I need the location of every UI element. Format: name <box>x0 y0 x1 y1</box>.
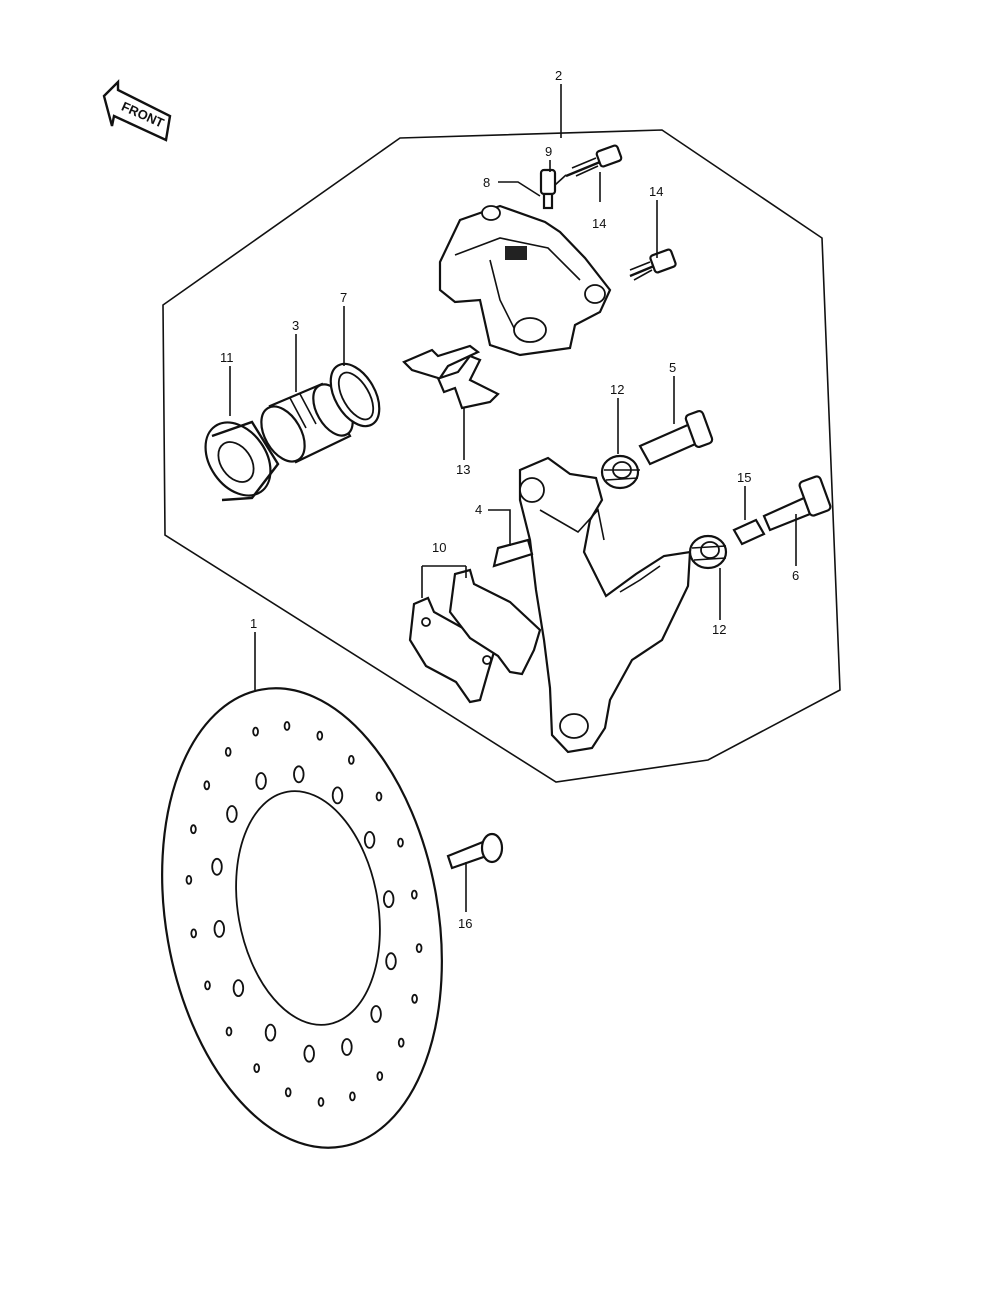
bleed-valve <box>539 168 567 210</box>
disc-hole <box>211 857 223 876</box>
disc-hole <box>226 805 238 823</box>
callout-11: 11 <box>220 350 234 365</box>
front-arrow-icon: FRONT <box>102 79 172 142</box>
callout-14-lower: 14 <box>649 184 663 199</box>
boot-upper <box>600 454 640 490</box>
callout-15: 15 <box>737 470 751 485</box>
brake-disc <box>161 687 443 1149</box>
caliper-body <box>438 204 612 357</box>
callout-4: 4 <box>475 502 482 517</box>
disc-hole <box>349 1091 356 1102</box>
callout-3: 3 <box>292 318 299 333</box>
disc-hole <box>213 920 226 938</box>
disc-hole <box>316 730 324 741</box>
caliper-bracket <box>518 456 692 754</box>
disc-hole <box>385 952 397 971</box>
disc-hole <box>255 772 267 790</box>
disc-hole <box>190 824 197 835</box>
callout-12-lower: 12 <box>712 622 726 637</box>
disc-hole <box>363 831 376 849</box>
disc-hole <box>397 837 404 848</box>
pad-spring <box>402 344 500 410</box>
disc-hole <box>383 890 395 908</box>
disc-hole <box>331 786 344 805</box>
callout-7: 7 <box>340 290 347 305</box>
callout-6: 6 <box>792 568 799 583</box>
anti-rattle-shim <box>492 538 534 568</box>
disc-hole <box>411 993 418 1004</box>
brake-pads <box>408 568 542 704</box>
callout-13: 13 <box>456 462 470 477</box>
disc-hole <box>376 1071 384 1081</box>
callout-1: 1 <box>250 616 257 631</box>
callout-12-upper: 12 <box>610 382 624 397</box>
disc-hole <box>347 755 355 765</box>
leader-lines <box>229 84 797 912</box>
callout-14-upper: 14 <box>592 216 606 231</box>
o-ring <box>329 362 381 428</box>
slide-pin-5 <box>638 409 714 466</box>
disc-hole <box>232 979 245 997</box>
disc-hole <box>264 1023 277 1042</box>
disc-hole <box>225 1026 233 1037</box>
dust-seal <box>204 420 280 502</box>
callout-5: 5 <box>669 360 676 375</box>
callout-16: 16 <box>458 916 472 931</box>
callout-2: 2 <box>555 68 562 83</box>
disc-hole <box>410 889 418 900</box>
callout-8: 8 <box>483 175 490 190</box>
disc-hole <box>253 1063 261 1073</box>
disc-bolt <box>446 832 504 870</box>
callout-10: 10 <box>432 540 446 555</box>
disc-hole <box>185 875 193 885</box>
disc-hole <box>415 943 423 953</box>
callouts: 2 9 8 14 14 7 3 11 13 12 5 15 4 10 6 12 … <box>220 68 799 931</box>
disc-hole <box>293 765 305 784</box>
disc-hole <box>397 1037 405 1048</box>
disc-hole <box>283 721 291 731</box>
disc-hole <box>341 1038 353 1056</box>
caliper-assembly-outline <box>162 129 841 783</box>
boot-lower <box>688 534 728 570</box>
callout-9: 9 <box>545 144 552 159</box>
caliper-bolt-upper <box>565 144 623 178</box>
caliper-bolt-lower <box>629 248 677 281</box>
disc-hole <box>190 928 198 939</box>
disc-hole <box>224 747 232 757</box>
disc-hole <box>203 780 211 791</box>
slide-pin-6 <box>762 475 832 532</box>
disc-hole <box>204 980 211 991</box>
disc-hole <box>375 791 383 802</box>
disc-hole <box>317 1097 325 1107</box>
disc-hole <box>370 1005 382 1023</box>
disc-hole <box>252 726 259 737</box>
disc-hole <box>303 1044 315 1063</box>
sleeve <box>732 518 766 546</box>
disc-hole <box>284 1087 292 1098</box>
disc-holes <box>185 721 423 1107</box>
